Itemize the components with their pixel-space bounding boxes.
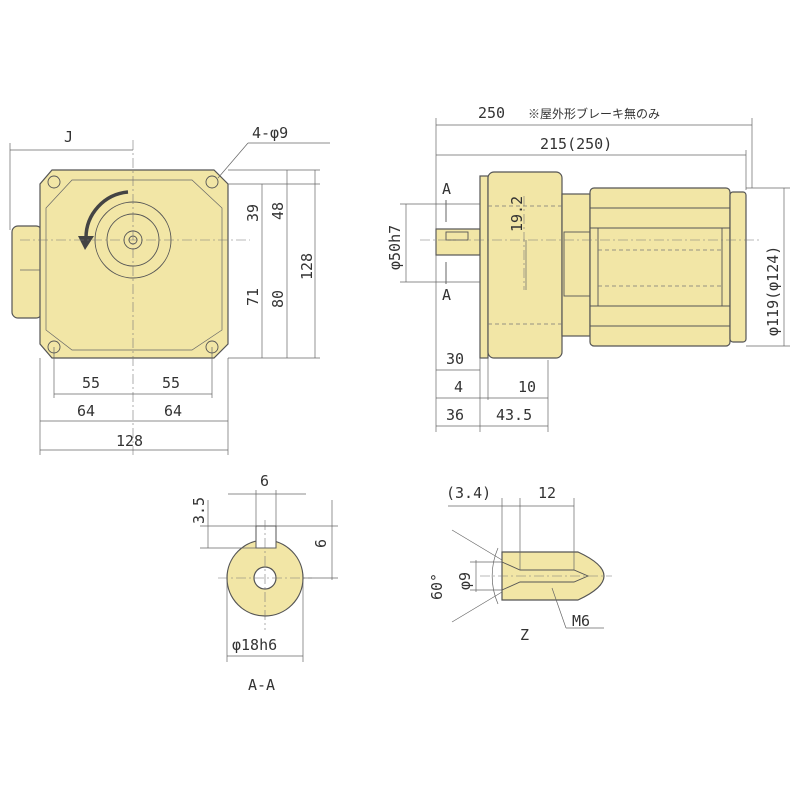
dim-3-4: (3.4): [446, 484, 491, 502]
dim-30: 30: [446, 350, 464, 368]
detail-label: Z: [520, 626, 529, 644]
angle-60: 60°: [428, 573, 446, 600]
dim-48: 48: [269, 202, 287, 220]
section-label: A-A: [248, 676, 275, 694]
dim-phi18: φ18h6: [232, 636, 277, 654]
front-view-dimensions: J 4-φ9 39 48 128 71 80 55 55 64 64 128: [9, 124, 330, 455]
dim-64-right: 64: [164, 402, 182, 420]
dim-phi50: φ50h7: [386, 225, 404, 270]
dim-64-left: 64: [77, 402, 95, 420]
side-view: [420, 171, 760, 359]
dim-j: J: [64, 128, 73, 146]
keyway: [255, 525, 277, 549]
gear-neck: [561, 193, 591, 337]
front-inner-outline: [45, 179, 223, 351]
dim-128-vertical: 128: [298, 253, 316, 280]
dim-3-5: 3.5: [190, 497, 208, 524]
hole-note: 4-φ9: [252, 124, 288, 142]
dim-55-right: 55: [162, 374, 180, 392]
rotation-arrow-icon: [84, 190, 129, 239]
dim-10: 10: [518, 378, 536, 396]
thread-m6: M6: [572, 612, 590, 630]
dim-128-horizontal: 128: [116, 432, 143, 450]
gear-flange: [479, 175, 489, 359]
dim-71: 71: [244, 288, 262, 306]
side-view-dimensions: 250 ※屋外形ブレーキ無のみ 215(250) A A φ50h7 19.2 …: [386, 104, 790, 432]
section-mark-a-bottom: A: [442, 286, 451, 304]
dim-55-left: 55: [82, 374, 100, 392]
detail-z: 60° φ9 (3.4) 12 M6 Z: [428, 484, 612, 644]
motor-body: [589, 187, 731, 347]
dim-19-2: 19.2: [508, 196, 526, 232]
dim-80: 80: [269, 290, 287, 308]
section-a-a: 6 3.5 6 φ18h6 A-A: [190, 472, 338, 694]
front-housing: [39, 169, 229, 359]
dim-6-top: 6: [260, 472, 269, 490]
dim-6-side: 6: [312, 539, 330, 548]
rotation-arrowhead-icon: [78, 236, 94, 250]
dim-39: 39: [244, 204, 262, 222]
dim-phi9: φ9: [456, 572, 474, 590]
dim-43-5: 43.5: [496, 406, 532, 424]
dim-phi119: φ119(φ124): [764, 246, 782, 336]
dim-36: 36: [446, 406, 464, 424]
mount-hole-top-right: [205, 175, 219, 189]
dim-250: 250: [478, 104, 505, 122]
motor-end-cap: [729, 191, 747, 343]
output-shaft: [435, 228, 481, 256]
brake-note: ※屋外形ブレーキ無のみ: [528, 106, 660, 121]
dim-4: 4: [454, 378, 463, 396]
dim-215: 215(250): [540, 135, 612, 153]
dim-12: 12: [538, 484, 556, 502]
mount-hole-top-left: [47, 175, 61, 189]
front-view: [11, 140, 250, 455]
section-mark-a-top: A: [442, 180, 451, 198]
